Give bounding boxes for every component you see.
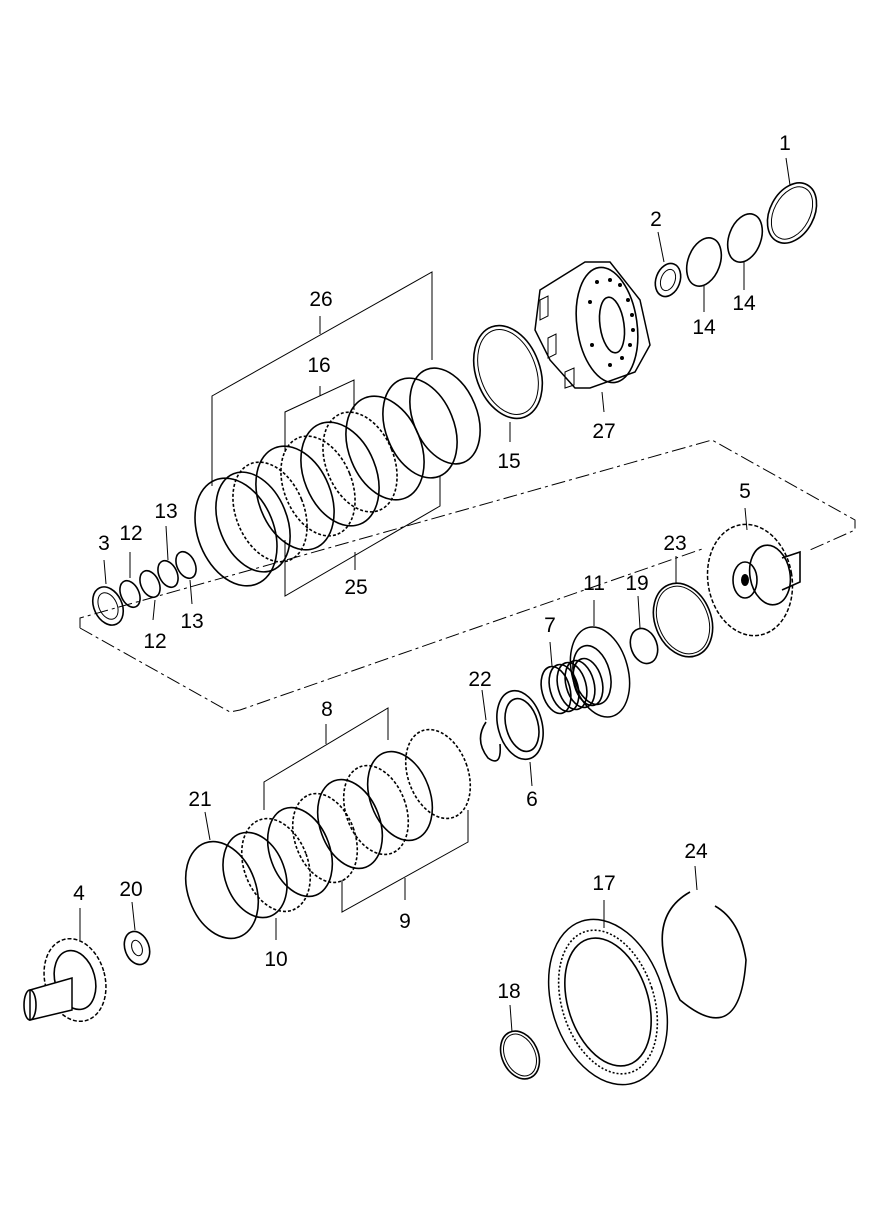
label-22: 22 — [468, 668, 491, 691]
label-26: 26 — [309, 288, 332, 311]
label-4: 4 — [73, 882, 85, 905]
part-23-snap-ring — [652, 556, 714, 658]
parts-3-12-13-rings — [91, 525, 197, 626]
part-6-retainer — [496, 689, 544, 787]
part-17-one-way-clutch — [547, 900, 669, 1086]
label-9: 9 — [399, 910, 411, 933]
label-15: 15 — [497, 450, 520, 473]
label-11: 11 — [583, 572, 605, 595]
part-4-gear-shaft — [23, 908, 107, 1023]
part-1-snap-ring — [766, 157, 818, 244]
label-3: 3 — [98, 532, 110, 555]
part-labels: 1 2 14 14 26 16 27 15 5 13 12 3 23 25 11… — [73, 132, 791, 1003]
part-27-clutch-drum — [534, 261, 651, 413]
part-14-seal-rings — [685, 213, 764, 312]
label-6: 6 — [526, 788, 538, 811]
label-25: 25 — [344, 576, 367, 599]
label-14a: 14 — [692, 316, 716, 339]
label-18: 18 — [497, 980, 520, 1003]
part-18-ring — [499, 1004, 541, 1080]
label-7: 7 — [544, 614, 556, 637]
label-21: 21 — [188, 788, 211, 811]
label-13b: 13 — [180, 610, 203, 633]
label-13a: 13 — [154, 500, 177, 523]
part-5-gear-hub — [706, 507, 801, 637]
part-22-snap-ring — [479, 689, 502, 762]
label-16: 16 — [307, 354, 330, 377]
label-8: 8 — [321, 698, 333, 721]
label-10: 10 — [264, 948, 287, 971]
label-19: 19 — [625, 572, 648, 595]
label-23: 23 — [663, 532, 686, 555]
part-24-snap-ring — [661, 865, 747, 1019]
part-15-snap-ring — [472, 324, 544, 442]
part-19-o-ring — [629, 595, 659, 665]
subassembly-boundary — [79, 439, 856, 713]
label-12a: 12 — [119, 522, 142, 545]
label-17: 17 — [592, 872, 615, 895]
part-7-return-spring — [540, 641, 604, 715]
part-20-bearing — [123, 901, 151, 966]
label-20: 20 — [119, 878, 142, 901]
part-2-retaining-ring — [654, 231, 682, 298]
label-24: 24 — [684, 840, 708, 863]
label-1: 1 — [779, 132, 791, 155]
label-2: 2 — [650, 208, 662, 231]
upper-clutch-pack — [194, 271, 481, 597]
lower-clutch-pack — [184, 707, 472, 940]
label-5: 5 — [739, 480, 751, 503]
label-27: 27 — [592, 420, 615, 443]
label-12b: 12 — [143, 630, 166, 653]
label-14b: 14 — [732, 292, 756, 315]
